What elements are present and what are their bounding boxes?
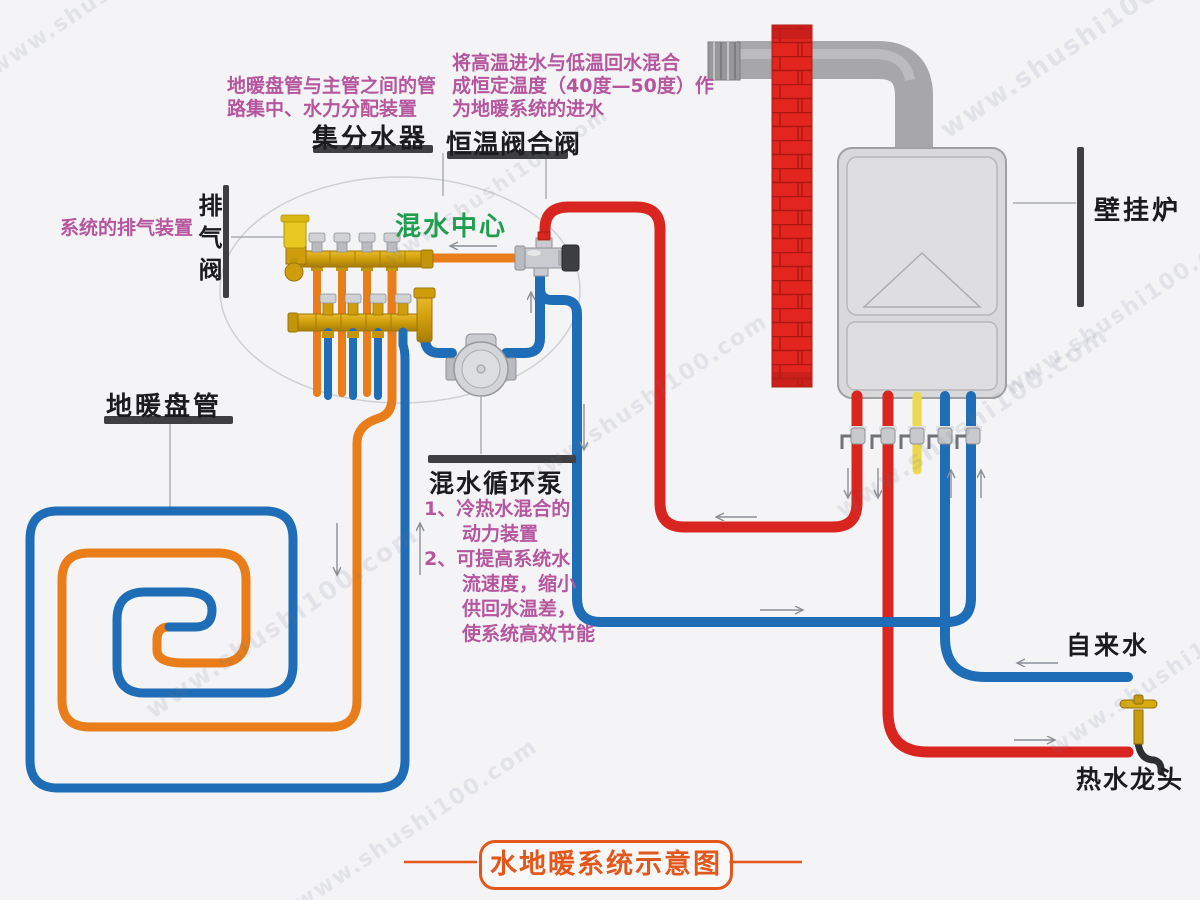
mixing-center-label: 混水中心 xyxy=(395,212,508,242)
pump-label: 混水循环泵 xyxy=(429,469,565,498)
manifold-label: 集分水器 xyxy=(312,124,429,154)
air-vent xyxy=(280,214,310,282)
boiler-triangle xyxy=(862,251,982,308)
wall-hung-boiler xyxy=(837,147,1007,399)
air-vent-label: 排气阀 xyxy=(194,193,222,289)
tap-water-pipe-blue xyxy=(940,391,1133,682)
mixing-valve-label: 恒温阀合阀 xyxy=(446,130,582,160)
return-pipe-blue xyxy=(535,269,976,627)
hot-supply-pipe-red xyxy=(539,201,863,533)
supply-manifold xyxy=(280,214,434,282)
supply-manifold-valves xyxy=(308,232,401,253)
boiler-control-panel xyxy=(846,321,998,391)
boiler-label: 壁挂炉 xyxy=(1094,196,1182,226)
air-vent-annotation: 系统的排气装置 xyxy=(60,217,194,239)
circulation-pump xyxy=(445,333,517,397)
floor-coil-return-blue xyxy=(25,327,410,793)
brick-chimney xyxy=(771,24,813,388)
label-bars xyxy=(104,145,1084,463)
hot-faucet-label: 热水龙头 xyxy=(1076,765,1185,794)
flow-arrows xyxy=(337,246,1058,740)
floor-coil-supply-orange xyxy=(57,259,397,732)
flue-end-cap xyxy=(707,41,741,81)
thermostatic-mixing-valve xyxy=(514,231,580,277)
return-manifold-end-valve xyxy=(413,287,436,343)
pump-annotation: 1、冷热水混合的 动力装置 2、可提高系统水 流速度，缩小 供回水温差， 使系统… xyxy=(424,498,596,645)
flue-pipe xyxy=(707,41,933,156)
return-manifold-valves xyxy=(319,293,412,316)
diagram-title: 水地暖系统示意图 xyxy=(479,840,733,890)
hot-water-pipe-red xyxy=(882,390,1134,758)
faucet-icon xyxy=(1119,694,1165,776)
boiler-isolation-valves xyxy=(840,426,982,449)
manifold-annotation: 地暖盘管与主管之间的管 路集中、水力分配装置 xyxy=(227,75,437,120)
floor-coil-label: 地暖盘管 xyxy=(106,392,223,422)
tap-water-label: 自来水 xyxy=(1066,631,1151,660)
return-manifold-drops xyxy=(324,328,382,400)
label-connector-lines xyxy=(169,153,1076,509)
return-manifold xyxy=(287,287,436,343)
mixing-valve-annotation: 将高温进水与低温回水混合 成恒定温度（40度—50度）作 为地暖系统的进水 xyxy=(452,52,714,120)
mixing-center-ellipse xyxy=(219,176,581,404)
